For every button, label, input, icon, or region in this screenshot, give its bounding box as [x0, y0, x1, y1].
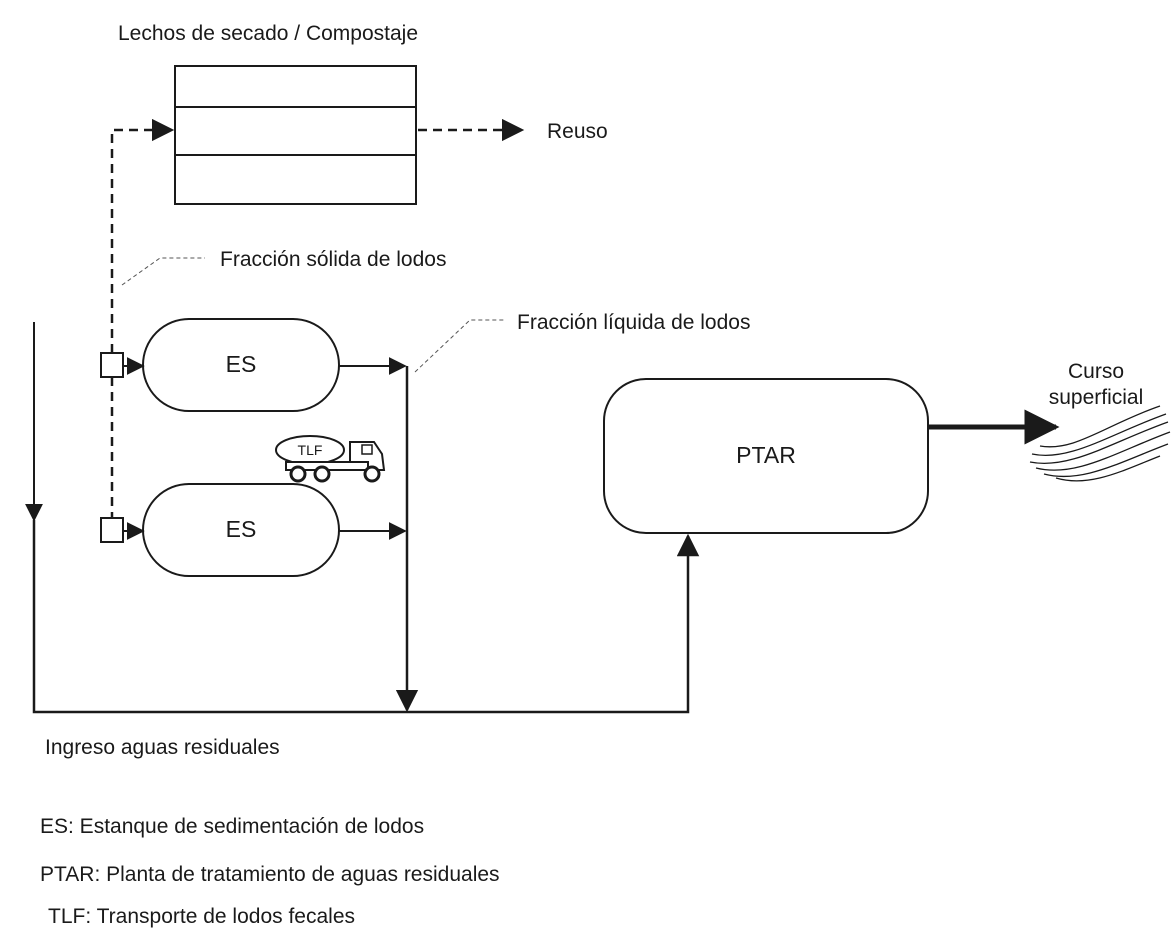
liquid-fraction-callout [414, 319, 505, 373]
treatment-plant-shape [603, 378, 929, 534]
main-inflow-pipe [32, 520, 700, 714]
truck-icon: TLF [275, 435, 386, 483]
wave-line [1055, 455, 1161, 482]
legend: ES: Estanque de sedimentación de lodos P… [40, 815, 500, 928]
valve-box-lower [100, 517, 124, 543]
wave-line [1035, 431, 1171, 471]
solid-fraction-callout [121, 257, 205, 286]
outlet-label-line1: Curso [1068, 360, 1124, 383]
truck-wheel [289, 465, 307, 483]
truck-cab [349, 441, 386, 471]
drying-beds-block [174, 65, 417, 205]
sedimentation-tank-lower: ES [142, 483, 340, 577]
wave-line [1029, 421, 1169, 464]
drying-beds-title: Lechos de secado / Compostaje [118, 22, 418, 45]
wave-line [1039, 405, 1161, 448]
drying-beds-outline [174, 65, 417, 205]
truck-window [361, 444, 373, 455]
reuse-label: Reuso [547, 120, 608, 143]
tank-label: ES [226, 516, 257, 542]
legend-item: ES: Estanque de sedimentación de lodos [40, 815, 424, 838]
truck-label: TLF [298, 442, 323, 458]
tank-label: ES [226, 351, 257, 377]
truck-wheel [363, 465, 381, 483]
sedimentation-tank-upper: ES [142, 318, 340, 412]
solid-fraction-label: Fracción sólida de lodos [220, 248, 446, 271]
legend-item: PTAR: Planta de tratamiento de aguas res… [40, 863, 500, 886]
treatment-plant-label: PTAR [736, 442, 796, 468]
solid-fraction-line-upper [110, 118, 175, 353]
treatment-plant: PTAR [603, 378, 929, 534]
surface-water-icon [1029, 405, 1171, 482]
liquid-fraction-label: Fracción líquida de lodos [517, 311, 750, 334]
inflow-label: Ingreso aguas residuales [45, 736, 280, 759]
wave-line [1031, 413, 1167, 456]
wave-line [1043, 443, 1169, 478]
legend-item: TLF: Transporte de lodos fecales [48, 905, 355, 928]
outlet-label-line2: superficial [1049, 386, 1144, 409]
truck-wheel [313, 465, 331, 483]
valve-box-upper [100, 352, 124, 378]
